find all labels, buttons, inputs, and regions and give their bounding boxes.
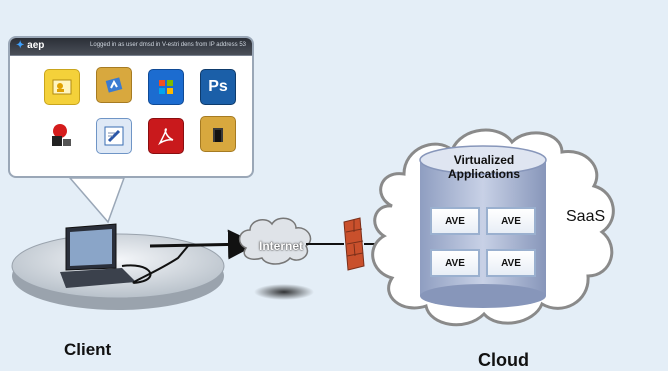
internet-cloud — [238, 217, 312, 265]
windows-app-icon[interactable] — [148, 69, 184, 105]
internet-shadow — [254, 284, 314, 300]
screen-topbar: ✦ aep Logged in as user dmsd in V-estri … — [10, 38, 252, 56]
virtualized-line1: Virtualized — [453, 153, 515, 167]
client-cable — [121, 245, 189, 284]
record-app-icon[interactable] — [44, 118, 78, 152]
virtualized-applications-label: Virtualized Applications — [432, 153, 536, 181]
saas-label: SaaS — [566, 208, 606, 225]
aep-logo-text: aep — [27, 40, 45, 51]
internet-label: Internet — [259, 239, 304, 253]
aep-logo: ✦ aep — [16, 40, 44, 51]
folder-app-icon[interactable] — [96, 67, 132, 103]
firewall-icon — [343, 217, 365, 271]
aep-logo-mark-icon: ✦ — [16, 40, 25, 51]
photoshop-app-icon[interactable]: Ps — [200, 69, 236, 105]
ave-block: AVE — [486, 207, 536, 235]
client-platform — [11, 233, 225, 299]
ave-block: AVE — [430, 207, 480, 235]
ave-block: AVE — [430, 249, 480, 277]
cloud-label: Cloud — [478, 350, 529, 370]
ave-block: AVE — [486, 249, 536, 277]
client-label: Client — [64, 340, 112, 359]
folder-door-app-icon[interactable] — [200, 116, 236, 152]
callout-pointer — [68, 177, 126, 224]
client-screen-callout: ✦ aep Logged in as user dmsd in V-estri … — [8, 36, 254, 178]
client-arrow — [149, 229, 258, 260]
contacts-app-icon[interactable] — [44, 69, 80, 105]
logged-in-text: Logged in as user dmsd in V-estri dens f… — [90, 42, 246, 48]
editor-app-icon[interactable] — [96, 118, 132, 154]
pdf-reader-app-icon[interactable] — [148, 118, 184, 154]
virtualized-line2: Applications — [447, 167, 520, 181]
laptop-icon — [60, 223, 136, 288]
